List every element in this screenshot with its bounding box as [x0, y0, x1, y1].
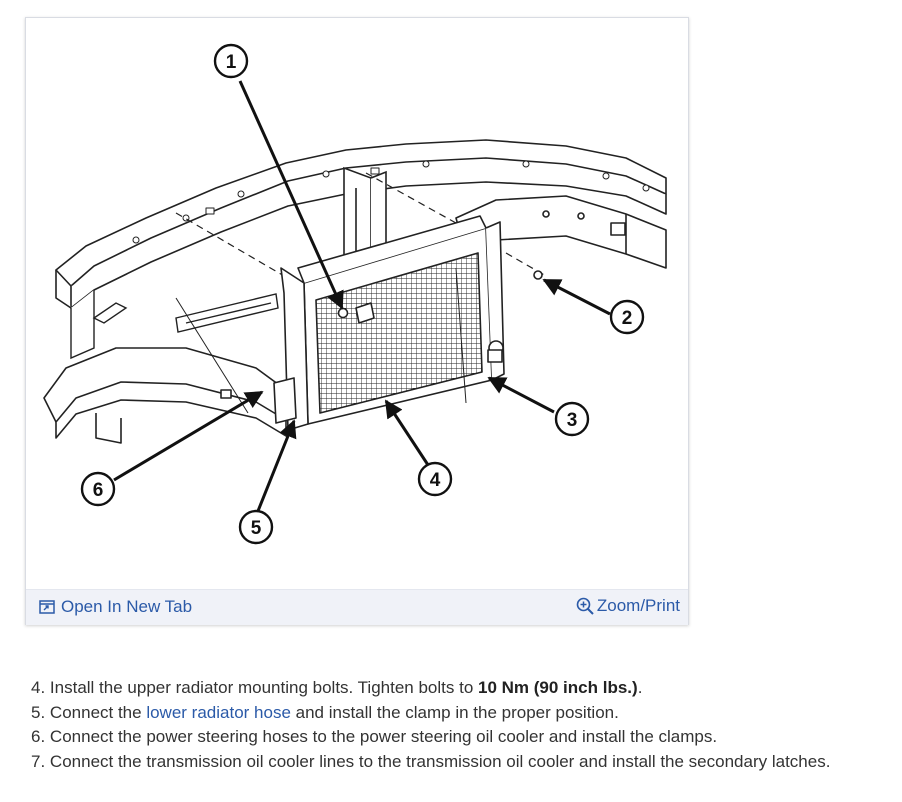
step-number: 5.	[31, 702, 46, 722]
step-text-end: and install the clamp in the proper posi…	[290, 702, 619, 722]
callout-1: 1	[213, 43, 249, 79]
lower-radiator-hose-link[interactable]: lower radiator hose	[146, 702, 291, 722]
callout-1-label: 1	[226, 52, 237, 73]
figure-footer: Open In New Tab Zoom/Print	[26, 589, 688, 625]
step-text: Connect the transmission oil cooler line…	[49, 751, 831, 771]
figure-card: 1 2 3 4 5 6	[25, 17, 689, 625]
step-text-end: .	[637, 678, 643, 697]
open-new-tab-link[interactable]: Open In New Tab	[39, 597, 192, 617]
open-new-tab-label: Open In New Tab	[61, 597, 193, 616]
callout-2-label: 2	[622, 308, 633, 329]
callout-6: 6	[80, 471, 116, 507]
step-number: 7.	[31, 751, 46, 771]
step-item: 6. Connect the power steering hoses to t…	[31, 725, 891, 750]
callout-leaders	[113, 80, 611, 512]
radiator-diagram[interactable]: 1 2 3 4 5 6	[26, 18, 688, 589]
step-text: Connect the power steering hoses to the …	[49, 727, 718, 746]
frame-left-brace	[70, 290, 279, 360]
callout-2: 2	[609, 299, 645, 335]
callout-5-label: 5	[251, 518, 262, 539]
torque-spec: 10 Nm (90 inch lbs.)	[478, 678, 638, 697]
step-text: Install the upper radiator mounting bolt…	[49, 678, 479, 697]
callout-6-label: 6	[93, 480, 104, 501]
radiator	[175, 215, 543, 431]
callout-5: 5	[238, 509, 274, 545]
callout-4: 4	[417, 461, 453, 497]
step-item: 4. Install the upper radiator mounting b…	[31, 676, 891, 701]
open-new-tab-icon	[39, 600, 55, 614]
step-number: 6.	[31, 727, 46, 746]
zoom-print-label: Zoom/Print	[596, 596, 680, 615]
frame-left-rail	[43, 347, 287, 444]
callout-3: 3	[554, 401, 590, 437]
step-item: 7. Connect the transmission oil cooler l…	[31, 750, 891, 775]
step-text: Connect the	[49, 702, 147, 722]
procedure-steps: 4. Install the upper radiator mounting b…	[31, 676, 891, 774]
zoom-in-icon	[576, 597, 594, 615]
callout-4-label: 4	[430, 470, 441, 491]
zoom-print-link[interactable]: Zoom/Print	[576, 596, 680, 616]
step-number: 4.	[31, 678, 46, 697]
radiator-diagram-svg: 1 2 3 4 5 6	[43, 43, 667, 545]
step-item: 5. Connect the lower radiator hose and i…	[31, 701, 891, 726]
callout-3-label: 3	[567, 410, 578, 431]
